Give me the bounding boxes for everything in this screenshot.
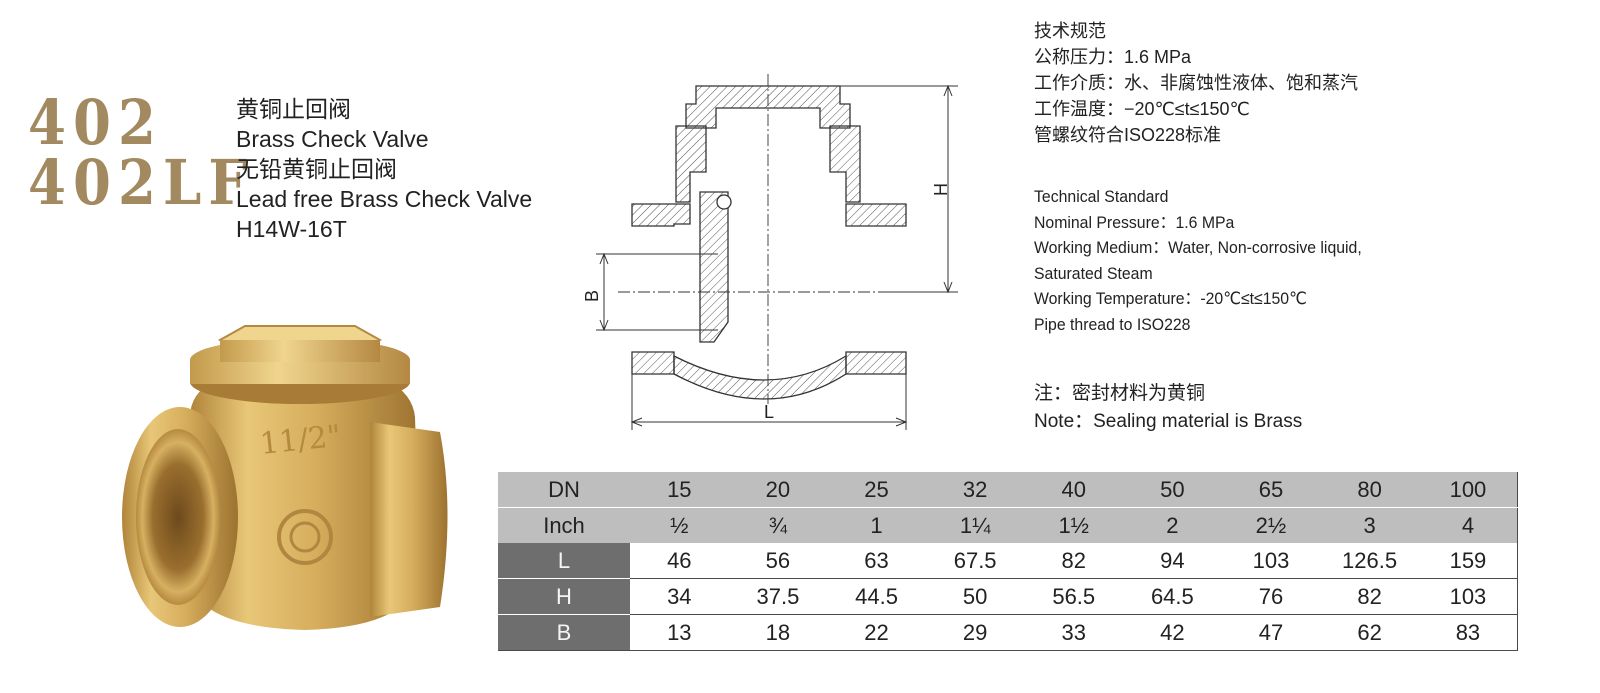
technical-spec-en: Technical Standard Nominal Pressure：1.6 … [1034,184,1362,337]
table-cell: 20 [728,472,828,508]
table-cell: 29 [925,614,1025,651]
product-photo: 11/2" [122,325,448,630]
table-cell: 22 [827,614,926,651]
table-cell: 65 [1221,472,1321,508]
table-cell: ½ [630,507,729,543]
table-cell: 32 [925,472,1025,508]
model-number-lead-free: 402LF [28,146,255,219]
spec-heading-en: Technical Standard [1034,187,1169,206]
table-cell: 15 [630,472,729,508]
dim-b-label: B [582,290,602,302]
table-cell: 63 [827,543,926,579]
table-cell: 13 [630,614,729,651]
dim-h-label: H [931,183,951,196]
spec-medium-en: Working Medium：Water, Non-corrosive liqu… [1034,238,1362,257]
spec-temperature-en: Working Temperature：-20℃≤t≤150℃ [1034,289,1307,308]
note-en: Note：Sealing material is Brass [1034,411,1303,432]
title-en: Brass Check Valve [236,126,429,152]
table-cell: 44.5 [827,578,926,615]
table-cell: 82 [1024,543,1124,579]
size-marking: 11/2" [258,419,342,462]
spec-medium-cn: 工作介质：水、非腐蚀性液体、饱和蒸汽 [1034,73,1358,93]
table-cell: 64.5 [1123,578,1222,615]
table-cell: 47 [1221,614,1321,651]
product-model-code: H14W-16T [236,216,347,242]
table-cell: 103 [1221,543,1321,579]
technical-spec-cn: 技术规范 公称压力：1.6 MPa 工作介质：水、非腐蚀性液体、饱和蒸汽 工作温… [1034,18,1358,148]
table-cell: 18 [728,614,828,651]
table-cell: 1¼ [925,507,1025,543]
table-cell: 4 [1418,507,1518,543]
table-cell: 159 [1418,543,1518,579]
table-cell: 76 [1221,578,1321,615]
row-label: Inch [498,507,630,543]
title-cn-lead-free: 无铅黄铜止回阀 [236,156,397,182]
table-cell: 34 [630,578,729,615]
spec-heading-cn: 技术规范 [1034,21,1106,41]
product-titles: 黄铜止回阀 Brass Check Valve 无铅黄铜止回阀 Lead fre… [236,94,532,244]
row-label: DN [498,472,630,508]
table-cell: 94 [1123,543,1222,579]
dim-l-label: L [764,402,774,422]
table-cell: 1½ [1024,507,1124,543]
row-label: H [498,578,630,615]
table-cell: 42 [1123,614,1222,651]
table-cell: 25 [827,472,926,508]
table-cell: 46 [630,543,729,579]
table-cell: 40 [1024,472,1124,508]
spec-thread-en: Pipe thread to ISO228 [1034,314,1191,334]
table-cell: 67.5 [925,543,1025,579]
spec-medium-en-cont: Saturated Steam [1034,263,1153,283]
cross-section-drawing: H B L [582,74,958,430]
model-number: 402 [28,86,164,159]
table-cell: 2½ [1221,507,1321,543]
spec-pressure-cn: 公称压力：1.6 MPa [1034,47,1192,67]
table-cell: 1 [827,507,926,543]
title-en-lead-free: Lead free Brass Check Valve [236,186,533,212]
table-cell: 56.5 [1024,578,1124,615]
table-cell: 100 [1418,472,1518,508]
table-cell: 50 [1123,472,1222,508]
spec-thread-cn: 管螺纹符合ISO228标准 [1034,125,1222,145]
title-cn: 黄铜止回阀 [236,96,351,122]
table-cell: 33 [1024,614,1124,651]
table-cell: 3 [1320,507,1419,543]
table-cell: 80 [1320,472,1419,508]
row-label: B [498,614,630,651]
table-cell: 126.5 [1320,543,1419,579]
row-label: L [498,543,630,579]
table-cell: 56 [728,543,828,579]
note-cn: 注：密封材料为黄铜 [1034,383,1206,404]
table-cell: 83 [1418,614,1518,651]
spec-temperature-cn: 工作温度：−20℃≤t≤150℃ [1034,99,1250,119]
table-cell: 2 [1123,507,1222,543]
table-cell: 50 [925,578,1025,615]
table-cell: 103 [1418,578,1518,615]
table-cell: 82 [1320,578,1419,615]
table-cell: ¾ [728,507,828,543]
table-cell: 62 [1320,614,1419,651]
sealing-note: 注：密封材料为黄铜 Note：Sealing material is Brass [1034,380,1302,436]
spec-pressure-en: Nominal Pressure：1.6 MPa [1034,212,1235,232]
table-cell: 37.5 [728,578,828,615]
